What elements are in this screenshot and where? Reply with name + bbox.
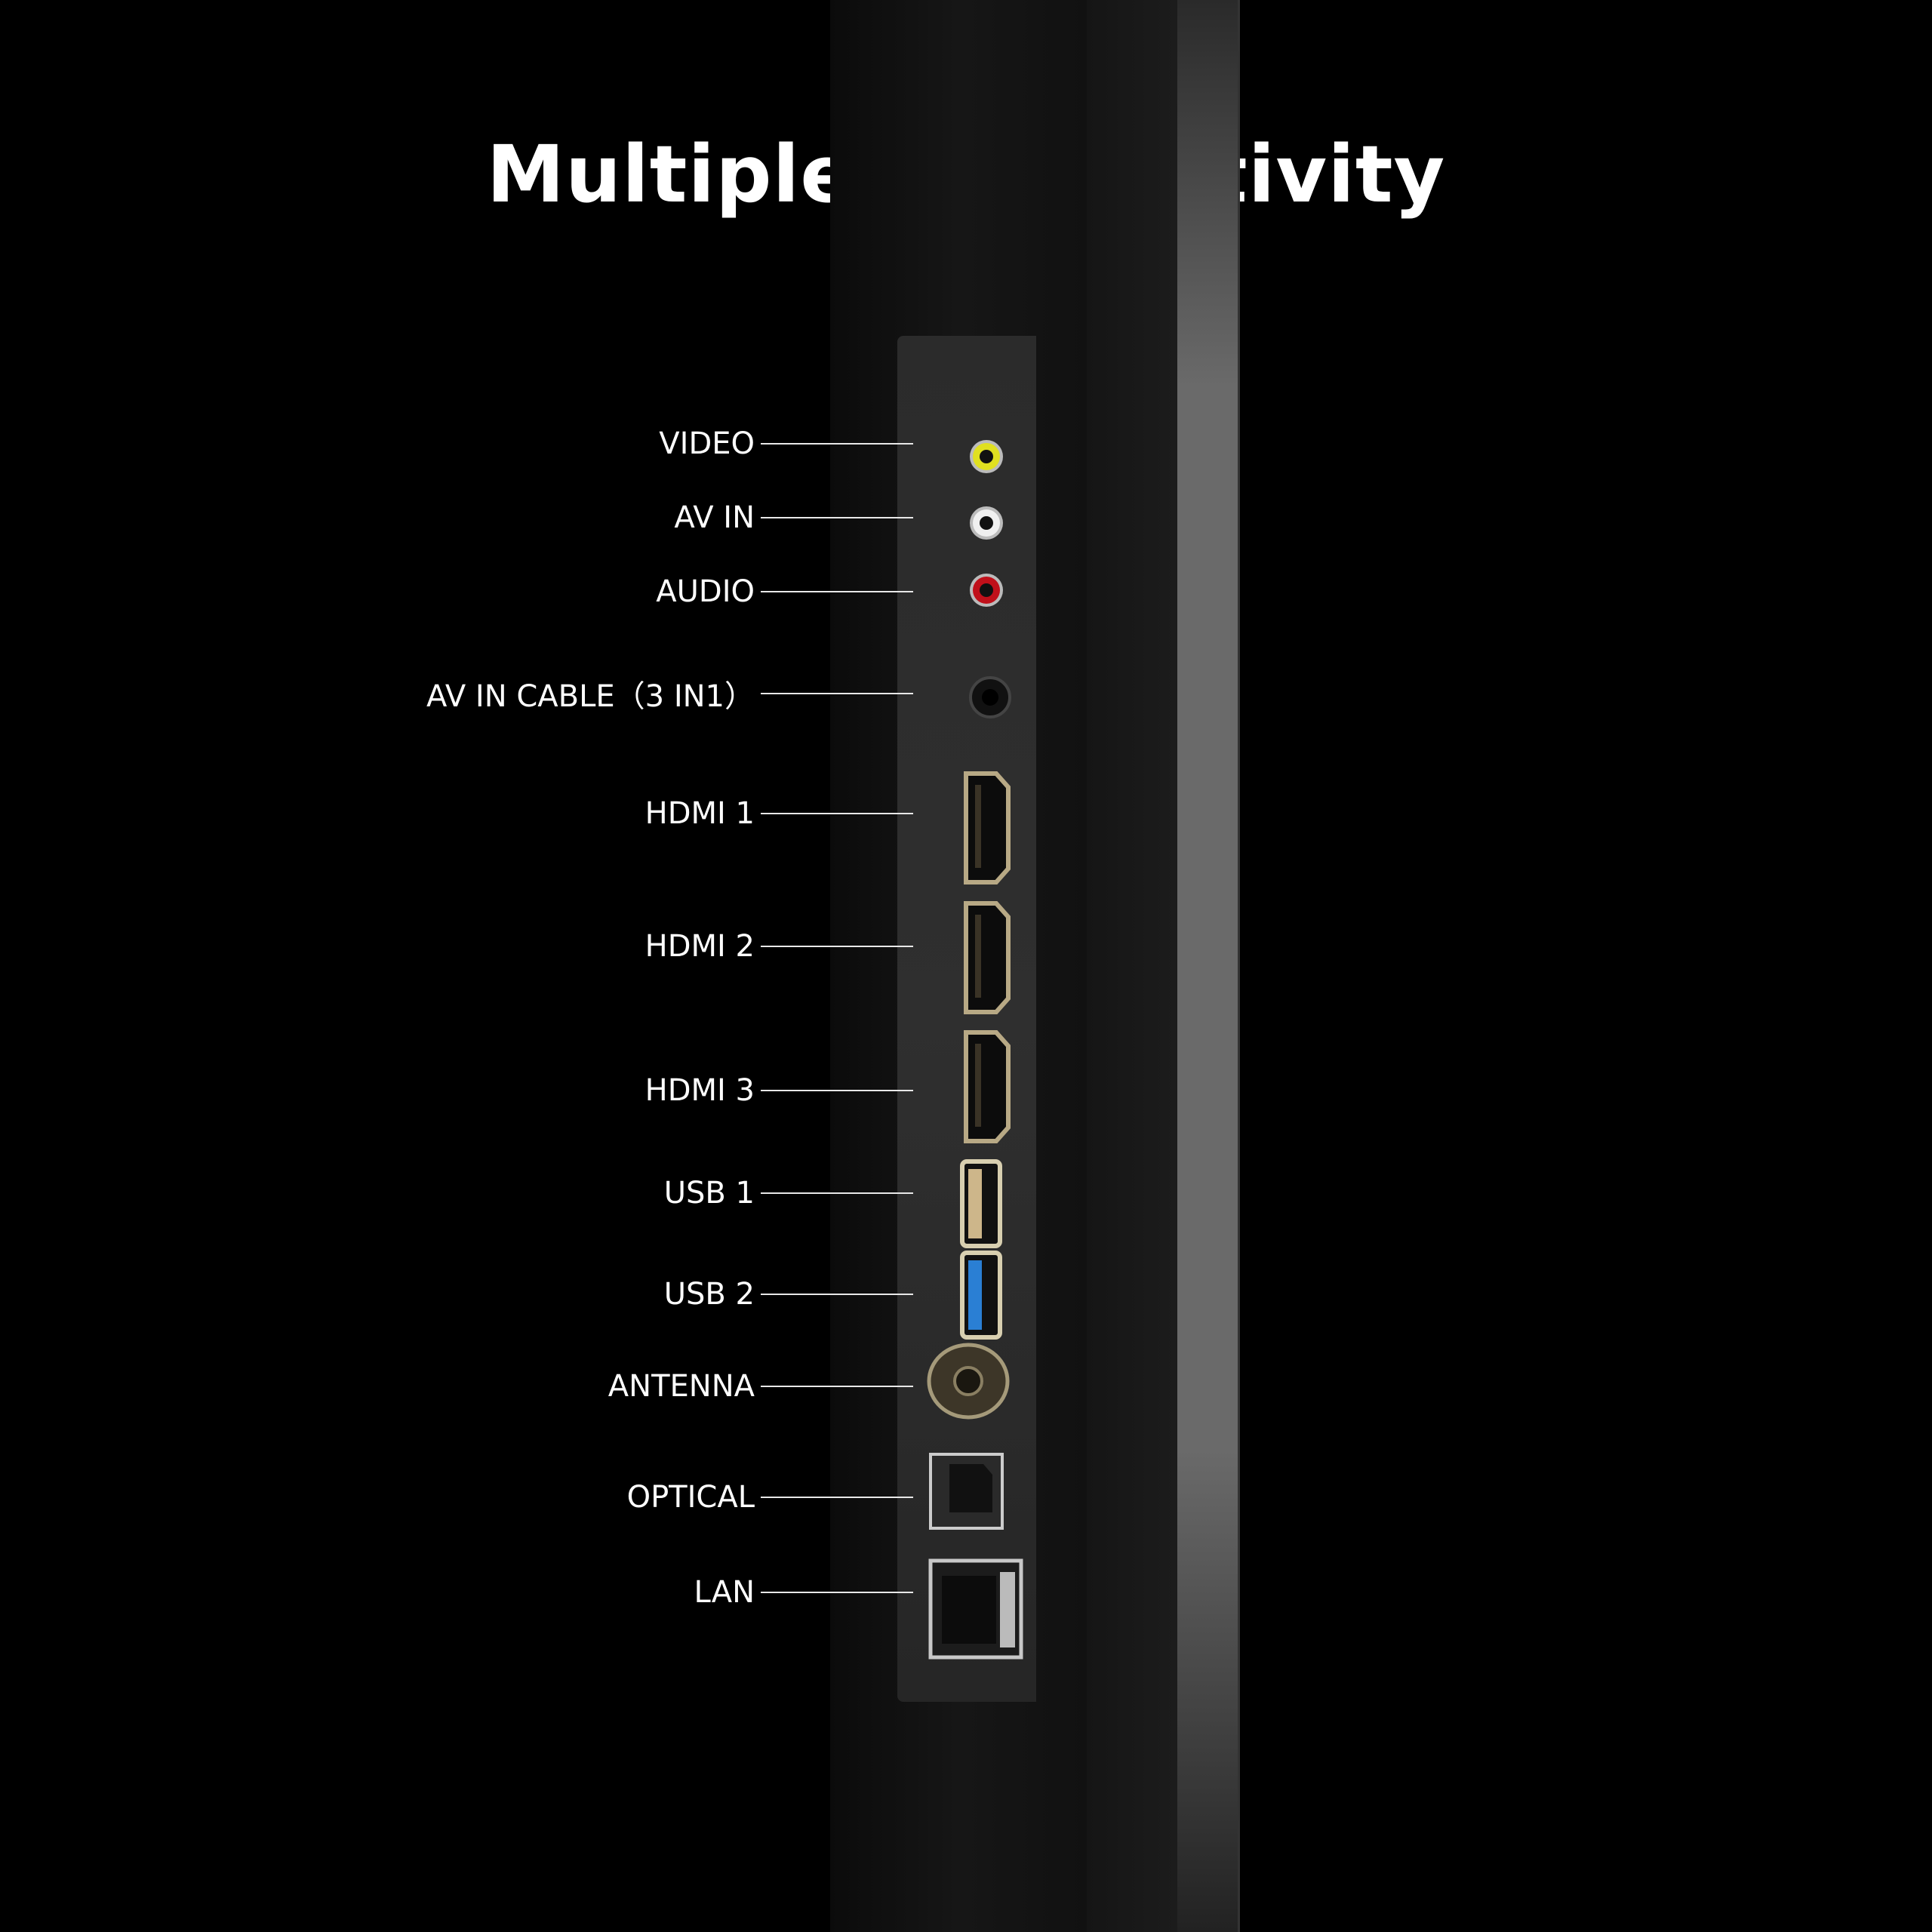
port-label-usb-1: USB 1	[663, 1176, 755, 1211]
port-antenna-icon	[927, 1343, 1010, 1420]
leader-line	[761, 1497, 913, 1498]
leader-line	[761, 1592, 913, 1593]
port-video-icon	[970, 440, 1003, 473]
leader-line	[761, 946, 913, 947]
port-av-in-icon	[970, 506, 1003, 540]
port-label-antenna: ANTENNA	[608, 1369, 755, 1404]
port-optical-icon	[929, 1453, 1004, 1530]
port-usb-1-icon	[960, 1159, 1002, 1248]
leader-line	[761, 1294, 913, 1295]
leader-line	[761, 443, 913, 445]
port-label-usb-2: USB 2	[663, 1277, 755, 1312]
port-label-av-in-cable-3-in1: AV IN CABLE（3 IN1）	[426, 679, 755, 714]
port-label-av-in: AV IN	[674, 500, 755, 535]
leader-line	[761, 1090, 913, 1091]
port-label-hdmi-2: HDMI 2	[645, 929, 755, 964]
port-label-lan: LAN	[694, 1575, 755, 1610]
port-hdmi-2-icon	[964, 901, 1011, 1014]
port-lan-icon	[928, 1558, 1023, 1660]
port-hdmi-1-icon	[964, 771, 1011, 884]
port-audio-icon	[970, 574, 1003, 607]
port-label-hdmi-3: HDMI 3	[645, 1073, 755, 1108]
port-label-audio: AUDIO	[656, 574, 755, 609]
port-usb-2-icon	[960, 1251, 1002, 1340]
leader-line	[761, 517, 913, 518]
leader-line	[761, 1192, 913, 1194]
tv-frame	[1087, 0, 1177, 1932]
leader-line	[761, 1386, 913, 1387]
port-label-hdmi-1: HDMI 1	[645, 796, 755, 831]
leader-line	[761, 693, 913, 694]
tv-silver-edge	[1177, 0, 1240, 1932]
port-av-in-cable-3-in1-icon	[969, 676, 1011, 718]
port-label-optical: OPTICAL	[626, 1480, 755, 1515]
leader-line	[761, 813, 913, 814]
port-label-video: VIDEO	[659, 426, 755, 461]
leader-line	[761, 591, 913, 592]
port-hdmi-3-icon	[964, 1030, 1011, 1143]
